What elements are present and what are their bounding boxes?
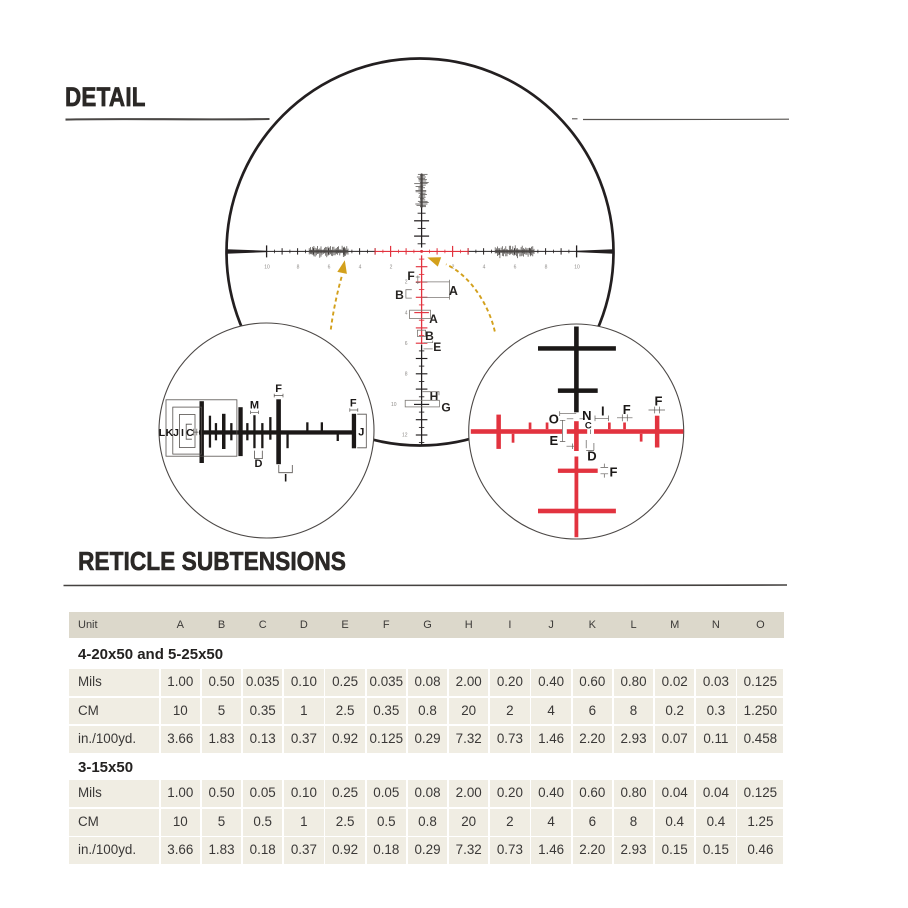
svg-text:C: C xyxy=(186,427,194,439)
svg-text:D: D xyxy=(587,448,596,463)
svg-text:4: 4 xyxy=(405,310,408,316)
svg-text:G: G xyxy=(441,400,450,414)
svg-text:F: F xyxy=(407,269,414,283)
svg-text:L: L xyxy=(159,427,166,439)
svg-text:I: I xyxy=(601,404,605,419)
svg-text:I: I xyxy=(181,427,184,439)
svg-text:E: E xyxy=(549,433,558,448)
svg-text:J: J xyxy=(173,427,179,439)
svg-text:F: F xyxy=(350,397,357,409)
svg-text:K: K xyxy=(166,427,174,439)
svg-text:6: 6 xyxy=(514,264,517,270)
svg-text:E: E xyxy=(433,340,441,354)
svg-text:F: F xyxy=(655,393,663,408)
svg-text:8: 8 xyxy=(405,372,408,378)
svg-text:10: 10 xyxy=(391,402,397,408)
svg-text:F: F xyxy=(610,465,618,480)
svg-text:4: 4 xyxy=(359,264,362,270)
svg-text:J: J xyxy=(358,427,364,439)
svg-text:I: I xyxy=(284,473,287,485)
svg-text:A: A xyxy=(429,312,438,326)
svg-text:B: B xyxy=(425,329,434,343)
svg-text:O: O xyxy=(549,411,559,426)
svg-text:12: 12 xyxy=(402,433,408,439)
svg-text:10: 10 xyxy=(574,264,580,270)
svg-text:D: D xyxy=(255,458,263,470)
svg-text:2: 2 xyxy=(390,264,393,270)
svg-text:8: 8 xyxy=(297,264,300,270)
svg-text:H: H xyxy=(430,389,439,403)
svg-text:8: 8 xyxy=(545,264,548,270)
svg-text:4: 4 xyxy=(483,264,486,270)
svg-text:2: 2 xyxy=(405,280,408,286)
svg-text:6: 6 xyxy=(405,341,408,347)
svg-text:M: M xyxy=(250,400,259,412)
svg-text:A: A xyxy=(449,284,458,298)
svg-text:B: B xyxy=(395,288,404,302)
svg-text:10: 10 xyxy=(264,264,270,270)
svg-text:N: N xyxy=(582,408,591,423)
svg-text:2: 2 xyxy=(452,264,455,270)
svg-text:F: F xyxy=(623,402,631,417)
svg-text:6: 6 xyxy=(328,264,331,270)
svg-text:C: C xyxy=(585,421,592,432)
svg-text:F: F xyxy=(275,383,282,395)
